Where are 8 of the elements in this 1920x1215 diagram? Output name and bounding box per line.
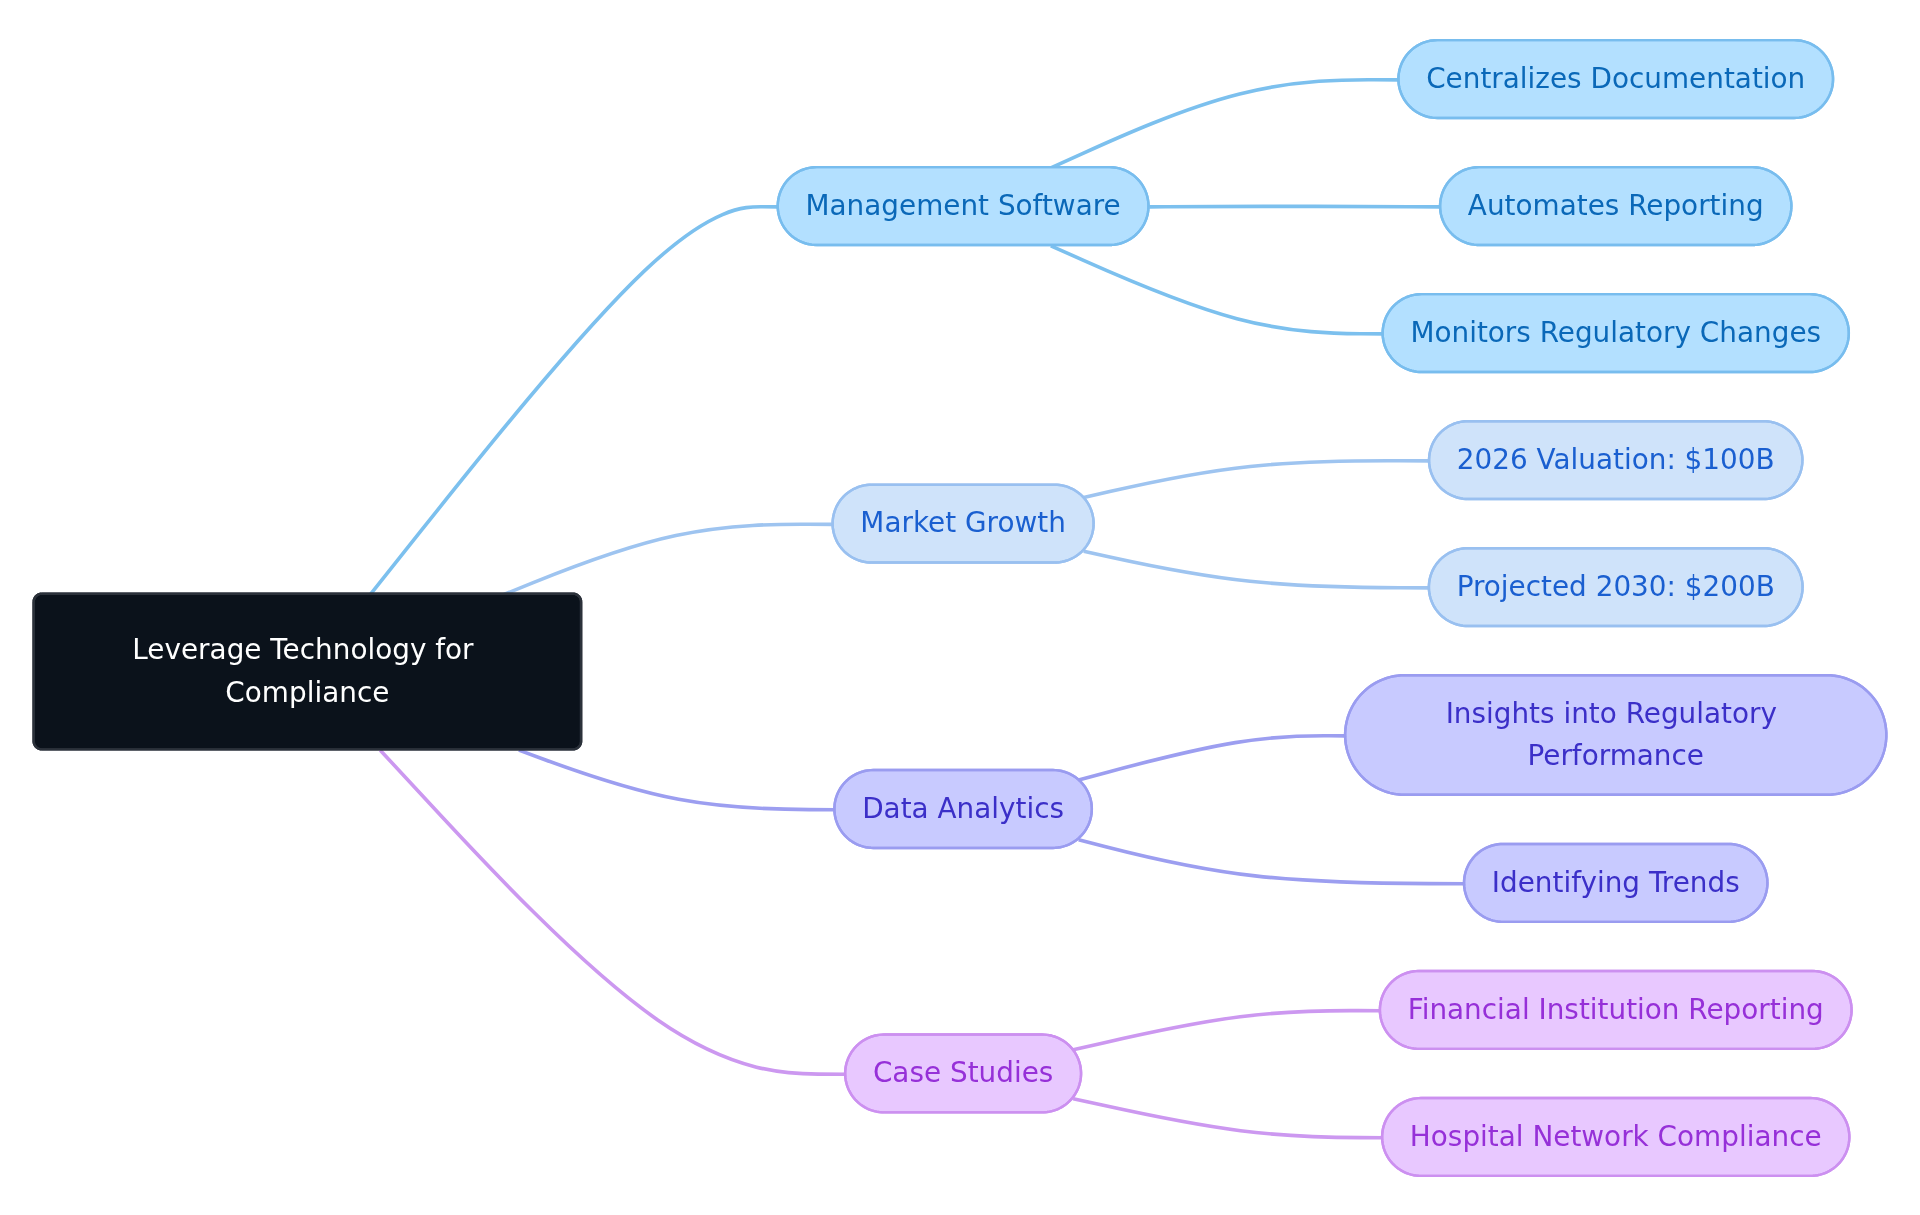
connector [1083, 458, 1430, 499]
connector [378, 748, 846, 1076]
connector [1072, 1008, 1381, 1052]
connector [1078, 733, 1346, 782]
connector [1072, 1096, 1383, 1140]
connector [1149, 204, 1441, 209]
connector [1083, 548, 1430, 590]
connector [1078, 837, 1465, 886]
